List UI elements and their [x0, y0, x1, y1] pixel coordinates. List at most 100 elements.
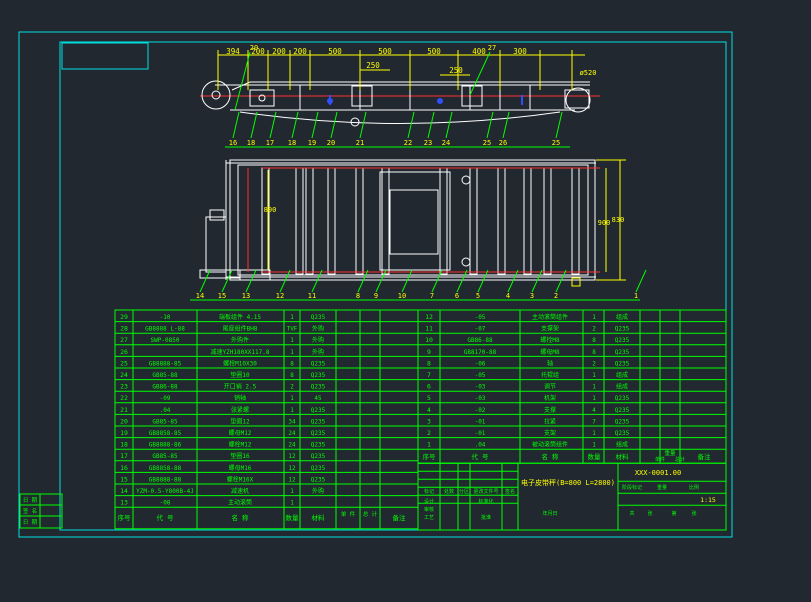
bom-code: GB85-88: [152, 372, 178, 379]
plan-leader: [477, 269, 489, 293]
bom-no: 8: [427, 359, 431, 367]
bom-code: -08: [160, 500, 171, 507]
bom-mat: 外购: [312, 487, 324, 495]
bom-qty: 8: [592, 349, 596, 356]
tb-label: 工艺: [424, 515, 434, 521]
motor-terminal: [209, 209, 225, 221]
bom-name: 螺栓M8: [540, 336, 560, 344]
bom-no: 5: [427, 394, 431, 402]
bom-mat: Q235: [615, 326, 630, 333]
bom-code: GB8888-85: [149, 360, 182, 367]
top-dim-label: 300: [513, 47, 527, 56]
plan-callout: 15: [218, 292, 226, 300]
bom-code: -10: [160, 314, 171, 321]
idler-roller: [355, 167, 364, 275]
bom-qty: 1: [592, 372, 596, 379]
bom-name: 螺母M12: [229, 429, 252, 437]
bom-code: SWP-0850: [151, 337, 180, 344]
plan-leader: [401, 269, 413, 293]
tail-bearing-block: [564, 89, 590, 109]
idler-roller: [295, 167, 304, 275]
bom-name: 垫圈16: [230, 452, 250, 460]
bom-mat: 组成: [616, 313, 628, 321]
bom-name: 外购件: [231, 336, 249, 344]
side-callout: 23: [424, 139, 432, 147]
bom-mat: Q235: [311, 372, 326, 379]
bom-no: 3: [427, 417, 431, 425]
plan-view: [199, 159, 600, 287]
side-callout: 21: [356, 139, 364, 147]
bom-mat: 外购: [312, 336, 324, 344]
side-callout: 20: [327, 139, 335, 147]
bom-qty: 1: [290, 407, 294, 414]
bom-no: 23: [120, 383, 128, 391]
plan-leader: [245, 269, 257, 293]
bom-name: 销轴: [234, 394, 246, 402]
bom-qty: 1: [290, 395, 294, 402]
bom-name: 垫圈12: [230, 417, 250, 425]
bom-name: 拉紧: [544, 417, 556, 425]
bom-mat: Q235: [311, 442, 326, 449]
title-block: 标记处数分区更改文件号签名设计审核工艺标准化批准电子皮带秤(B=800 L=28…: [417, 462, 727, 531]
bom-code: -09: [160, 395, 171, 402]
bom-mat: Q235: [615, 395, 630, 402]
bom-no: 19: [120, 429, 128, 437]
plan-callout: 14: [196, 292, 204, 300]
callout-27: 27: [488, 44, 496, 52]
side-leader: [250, 111, 258, 139]
plan-callout: 2: [554, 292, 558, 300]
side-callout: 22: [404, 139, 412, 147]
plan-callout: 5: [476, 292, 480, 300]
bom-code: GB85-85: [152, 418, 178, 425]
bom-qty: 8: [290, 372, 294, 379]
idler-roller: [571, 167, 580, 275]
plan-leader: [635, 269, 647, 293]
bom-name: 螺栓M16X: [227, 475, 254, 483]
side-leader: [502, 111, 510, 139]
bom-h-qty: 数量: [588, 452, 602, 461]
plan-leader: [431, 269, 443, 293]
bom-qty: 1: [290, 337, 294, 344]
bom-no: 10: [425, 336, 433, 344]
bom-name: 机架: [544, 394, 556, 402]
bom-mat: Q235: [311, 314, 326, 321]
bom-name: 轴: [547, 359, 553, 367]
plan-callout: 8: [356, 292, 360, 300]
bom-qty: 12: [288, 465, 296, 472]
bom-mat: Q235: [615, 360, 630, 367]
coupling: [239, 269, 271, 281]
bom-no: 28: [120, 325, 128, 333]
plan-inner-frame: [237, 164, 589, 276]
tb-label: 标准化: [478, 498, 493, 505]
plan-callout: 10: [398, 292, 406, 300]
top-dim-label: 200: [251, 47, 265, 56]
plan-callout: 6: [455, 292, 459, 300]
plan-leader: [311, 269, 323, 293]
bom-mat: 外购: [312, 325, 324, 333]
bom-qty: 24: [288, 430, 296, 437]
bom-no: 13: [120, 499, 128, 507]
bom-no: 27: [120, 336, 128, 344]
side-leader: [445, 111, 453, 139]
bom-code: -03: [475, 395, 486, 402]
inner-frame: [59, 41, 727, 531]
bom-no: 22: [120, 394, 128, 402]
plan-leader: [531, 269, 543, 293]
bom-name: 调节: [544, 383, 556, 391]
bom-h-code: 代 号: [157, 513, 174, 522]
bom-no: 24: [120, 371, 128, 379]
tension-screw: [461, 257, 471, 267]
bearing-bolt: [258, 94, 266, 102]
bom-name: 主动滚筒组件: [532, 313, 568, 321]
plan-leader: [456, 269, 468, 293]
bom-qty: 1: [290, 488, 294, 495]
plan-callout: 9: [374, 292, 378, 300]
bom-mat: Q235: [615, 418, 630, 425]
side-callout: 25: [552, 139, 560, 147]
dim-250b-label: 250: [449, 66, 463, 75]
bom-qty: 1: [592, 442, 596, 449]
motor-body: [205, 216, 227, 273]
tb-label: 共: [629, 510, 634, 517]
